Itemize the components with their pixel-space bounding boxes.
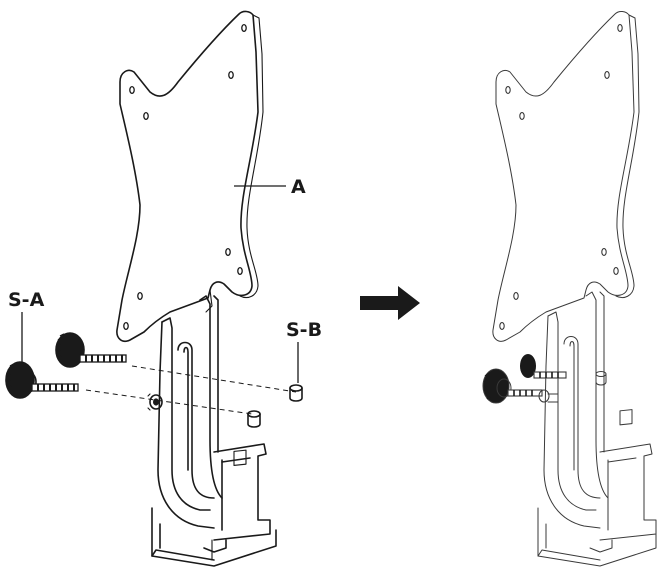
arrow-right-icon	[360, 286, 420, 320]
callout-a: A	[234, 176, 306, 198]
plate-hole	[225, 247, 231, 257]
installed-thumb-screw-lower	[482, 368, 559, 404]
plate-hole	[237, 266, 243, 276]
thumb-screw-upper	[55, 332, 127, 368]
label-a: A	[291, 176, 306, 198]
assembled-plate	[492, 11, 640, 342]
alignment-lines	[85, 365, 297, 415]
plate-hole	[228, 70, 234, 80]
plate-hole	[143, 111, 149, 121]
assembled-bracket	[537, 291, 657, 567]
plate-hole	[129, 85, 135, 95]
label-s-a: S-A	[8, 289, 45, 311]
exploded-view: A S-A S-B	[5, 10, 322, 567]
spacer-upper	[289, 384, 303, 402]
thumb-screw-lower	[5, 361, 79, 399]
plate-hole	[137, 291, 143, 301]
callout-s-a: S-A	[8, 289, 45, 364]
mount-bracket	[151, 295, 277, 567]
callout-s-b: S-B	[286, 319, 322, 383]
plate-hole	[123, 321, 129, 331]
assembled-view	[482, 11, 657, 567]
plate-hole	[241, 23, 247, 33]
label-s-b: S-B	[286, 319, 322, 341]
spacer-lower	[247, 410, 261, 428]
vesa-plate-a	[116, 10, 264, 343]
installed-thumb-screw-upper	[520, 354, 607, 386]
